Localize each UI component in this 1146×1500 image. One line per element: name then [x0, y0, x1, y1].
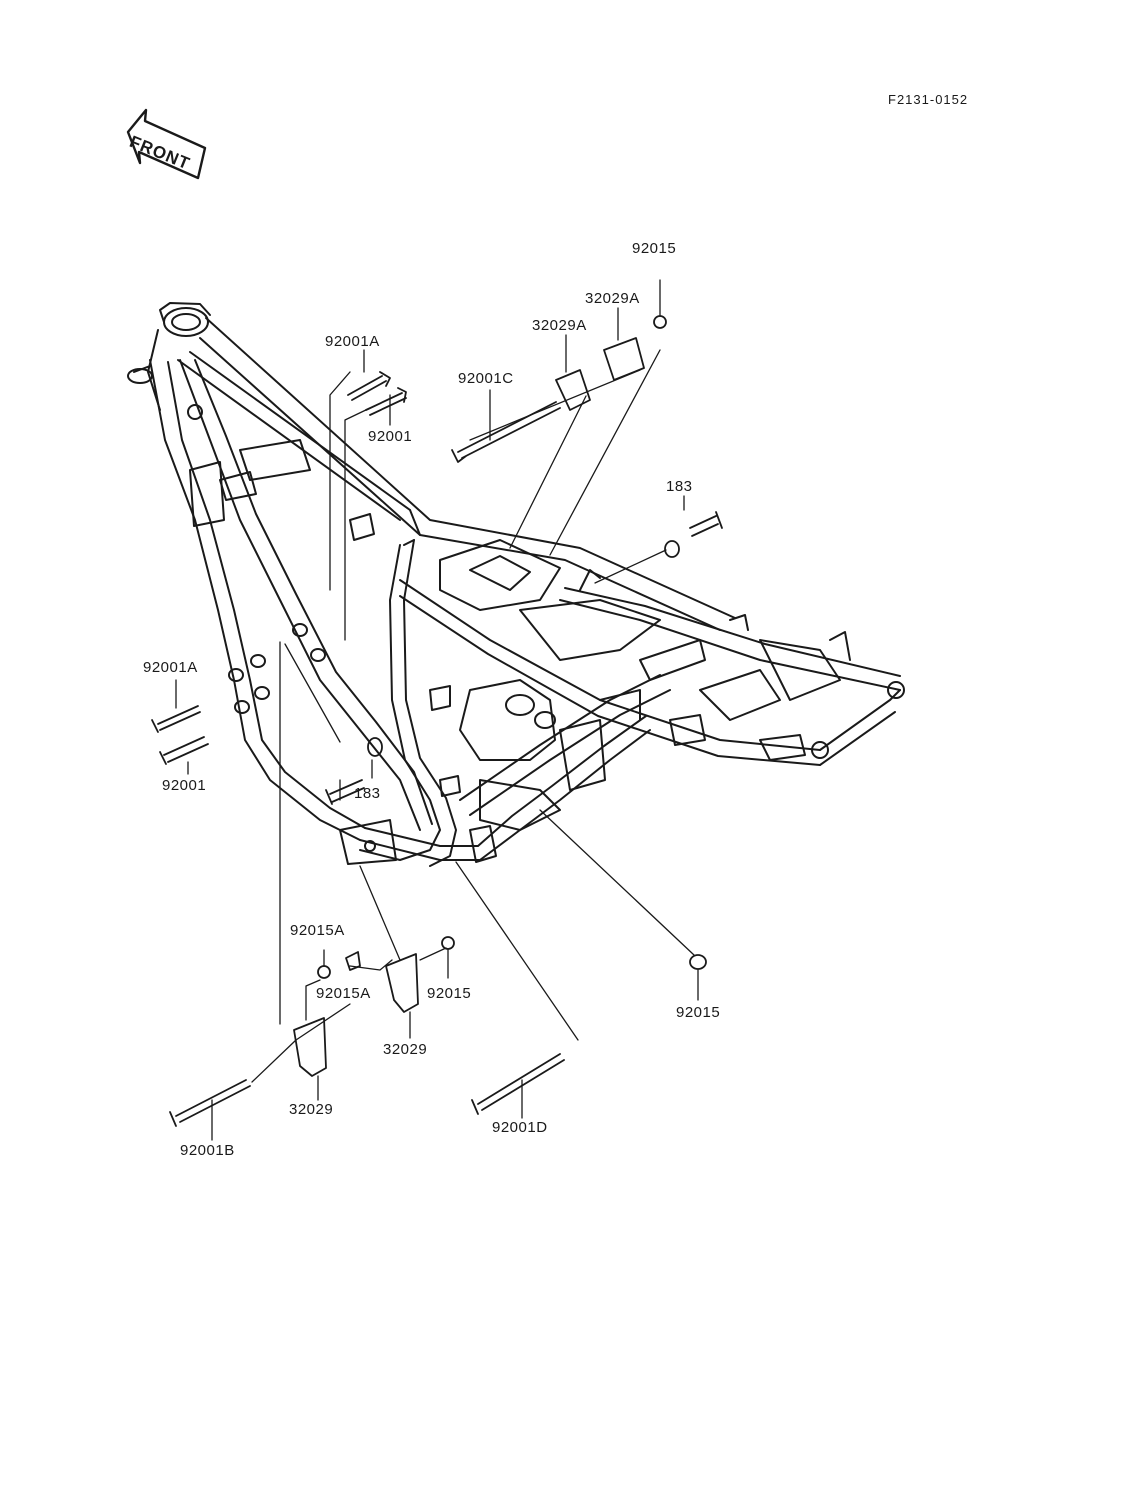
part-label-92001b: 92001B — [180, 1142, 235, 1159]
front-arrow-icon — [126, 108, 207, 180]
part-label-32029a-upper: 32029A — [585, 290, 640, 307]
part-label-92001d: 92001D — [492, 1119, 548, 1136]
part-label-32029a-lower: 32029A — [532, 317, 587, 334]
mount-bosses — [228, 623, 326, 714]
part-label-92001-top: 92001 — [368, 428, 413, 445]
part-label-92015a-lower: 92015A — [316, 985, 371, 1002]
part-label-92015-mid: 92015 — [427, 985, 472, 1002]
part-label-92001a-left: 92001A — [143, 659, 198, 676]
top-tubes — [177, 317, 736, 631]
part-label-92015-top: 92015 — [632, 240, 677, 257]
part-label-32029-upper: 32029 — [383, 1041, 428, 1058]
upper-brackets — [187, 404, 397, 865]
part-label-92001a-top: 92001A — [325, 333, 380, 350]
part-label-92001c: 92001C — [458, 370, 514, 387]
part-label-183-right: 183 — [666, 478, 693, 495]
part-label-183-left: 183 — [354, 785, 381, 802]
part-label-32029-lower: 32029 — [289, 1101, 334, 1118]
part-label-92015a-upper: 92015A — [290, 922, 345, 939]
hardware-parts — [151, 315, 723, 1127]
subframe — [399, 539, 905, 766]
leader-lines — [175, 279, 699, 1141]
document-number: F2131-0152 — [888, 92, 969, 107]
part-label-92001-left: 92001 — [162, 777, 207, 794]
pivot-area — [429, 679, 606, 863]
part-label-92015-right: 92015 — [676, 1004, 721, 1021]
center-loop-tube — [359, 539, 457, 867]
